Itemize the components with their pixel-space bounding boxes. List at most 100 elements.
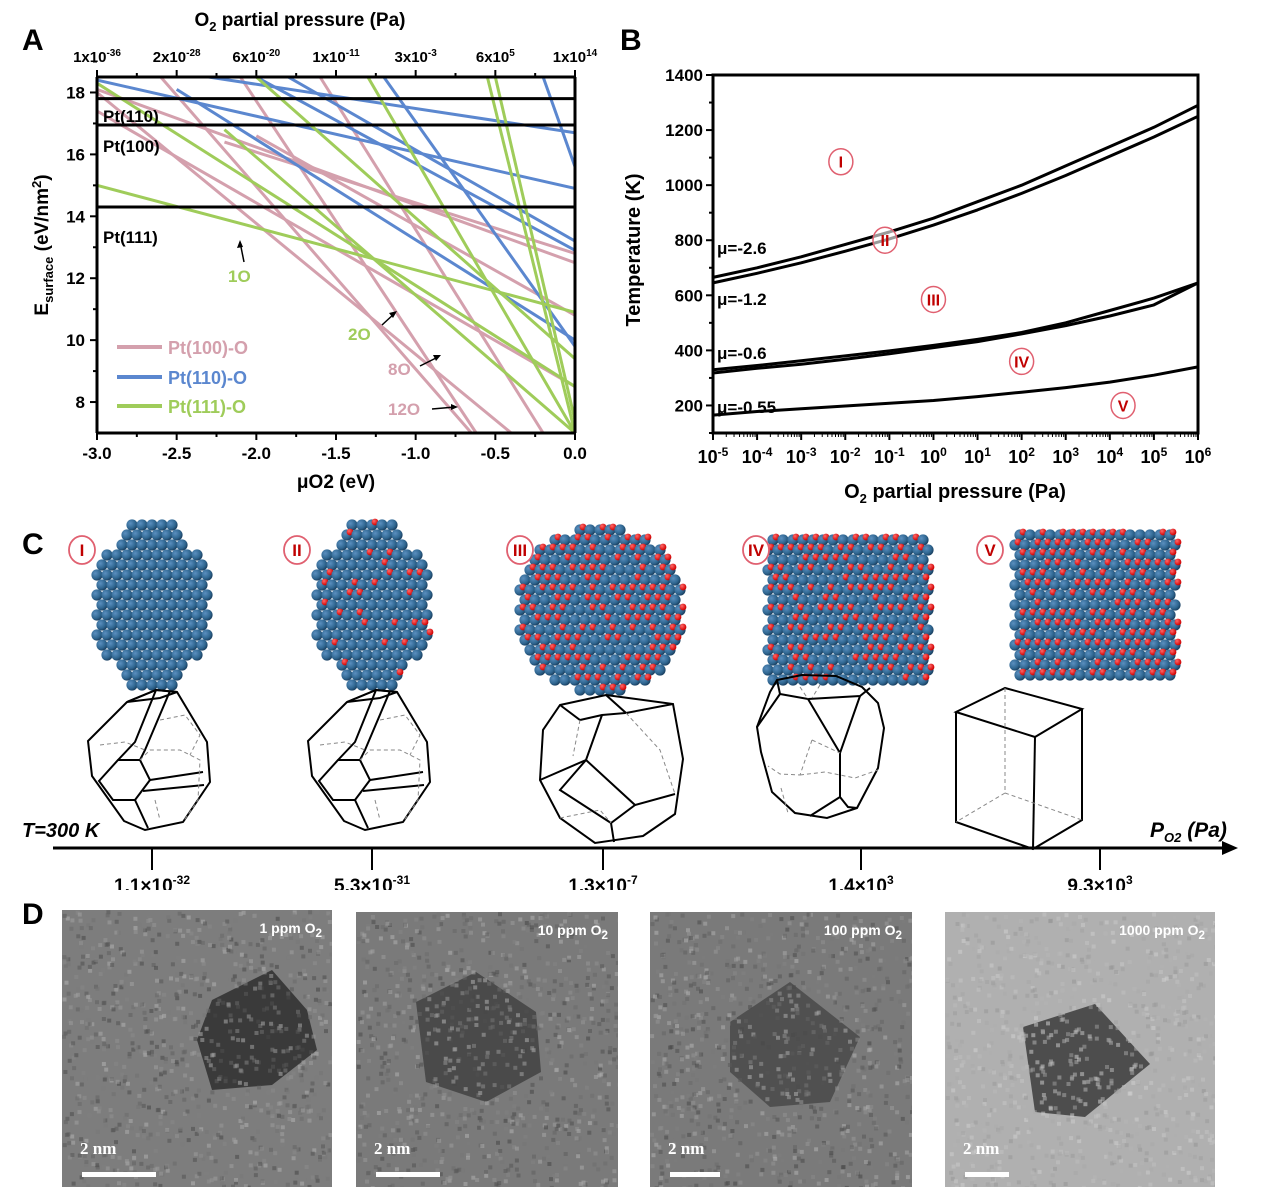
pt-atom bbox=[832, 644, 844, 656]
pt-atom bbox=[822, 544, 834, 556]
pt-atom bbox=[136, 599, 148, 611]
pt-atom bbox=[386, 659, 398, 671]
pt-atom bbox=[887, 674, 899, 686]
o-atom bbox=[679, 623, 687, 631]
pt-atom bbox=[1074, 609, 1086, 621]
pt-atom bbox=[1109, 539, 1121, 551]
pt-atom bbox=[321, 629, 333, 641]
pt-atom bbox=[634, 644, 646, 656]
pt-atom bbox=[907, 654, 919, 666]
o-atom bbox=[922, 613, 930, 621]
o-atom bbox=[1169, 548, 1177, 556]
pt-atom bbox=[176, 559, 188, 571]
pt-atom bbox=[1079, 559, 1091, 571]
pt-atom bbox=[1104, 549, 1116, 561]
pt-atom bbox=[341, 629, 353, 641]
polyhedron-ii bbox=[306, 688, 432, 832]
o-atom bbox=[1169, 648, 1177, 656]
region-marker-i bbox=[828, 147, 854, 176]
pt-atom bbox=[141, 569, 153, 581]
series-line-pt100-o-6 bbox=[255, 134, 575, 317]
pt-atom bbox=[1129, 619, 1141, 631]
top-tick-label: 6x105 bbox=[476, 48, 515, 66]
pt-atom bbox=[351, 549, 363, 561]
pt-atom bbox=[812, 564, 824, 576]
scale-bar-label: 2 nm bbox=[668, 1139, 705, 1158]
o-atom bbox=[1169, 628, 1177, 636]
pt-atom bbox=[146, 659, 158, 671]
pt-atom bbox=[857, 614, 869, 626]
o-atom bbox=[1174, 638, 1182, 646]
pt-atom bbox=[161, 549, 173, 561]
pt-atom bbox=[887, 614, 899, 626]
pt-atom bbox=[116, 639, 128, 651]
pt-atom bbox=[151, 589, 163, 601]
pt-atom bbox=[336, 539, 348, 551]
pt-atom bbox=[867, 554, 879, 566]
pt-atom bbox=[614, 604, 626, 616]
pt-atom bbox=[376, 539, 388, 551]
pt-atom bbox=[131, 609, 143, 621]
pt-atom bbox=[121, 569, 133, 581]
phase-boundary-curve bbox=[712, 103, 1199, 279]
pt-atom bbox=[827, 674, 839, 686]
pt-atom bbox=[1144, 569, 1156, 581]
pt-atom bbox=[519, 574, 531, 586]
pt-atom bbox=[812, 664, 824, 676]
pt-atom bbox=[639, 554, 651, 566]
plot-frame bbox=[711, 73, 1200, 435]
pt-atom bbox=[166, 579, 178, 591]
pt-atom bbox=[1049, 579, 1061, 591]
legend-label-pt100: Pt(100)-O bbox=[168, 338, 248, 358]
pt-atom bbox=[609, 614, 621, 626]
pt-atom bbox=[136, 639, 148, 651]
o-atom bbox=[644, 533, 652, 541]
pt-atom bbox=[146, 619, 158, 631]
polyhedron-iv bbox=[755, 673, 886, 820]
pt-atom bbox=[151, 529, 163, 541]
pt-atom bbox=[852, 644, 864, 656]
pt-atom bbox=[812, 624, 824, 636]
pt-atom bbox=[619, 674, 631, 686]
pt-atom bbox=[762, 664, 774, 676]
panel-label-c: C bbox=[22, 528, 44, 561]
pt-atom bbox=[166, 539, 178, 551]
pt-atom bbox=[777, 534, 789, 546]
pt-atom bbox=[832, 664, 844, 676]
pt-atom bbox=[1129, 579, 1141, 591]
pt-atom bbox=[594, 584, 606, 596]
pt-atom bbox=[121, 609, 133, 621]
pt-atom bbox=[161, 529, 173, 541]
pt-atom bbox=[141, 609, 153, 621]
pt-atom bbox=[1039, 659, 1051, 671]
pt-atom bbox=[554, 564, 566, 576]
pt-atom bbox=[524, 644, 536, 656]
o-atom bbox=[644, 673, 652, 681]
pt-atom bbox=[316, 619, 328, 631]
o-atom bbox=[1169, 668, 1177, 676]
pressure-axis-label: PO2 (Pa) bbox=[1150, 819, 1227, 845]
arrow-head-8o bbox=[433, 355, 441, 361]
tem-image-1ppm: 1 ppm O2 2 nm bbox=[62, 910, 332, 1187]
pt-atom bbox=[371, 609, 383, 621]
pt-atom bbox=[341, 669, 353, 681]
pt-atom bbox=[116, 599, 128, 611]
pt-atom bbox=[131, 529, 143, 541]
o-atom bbox=[674, 633, 682, 641]
o-atom bbox=[679, 603, 687, 611]
pt-atom bbox=[1134, 649, 1146, 661]
pt-atom bbox=[559, 674, 571, 686]
top-tick-label: 6x10-20 bbox=[232, 48, 280, 66]
pt-atom bbox=[847, 634, 859, 646]
pt-atom bbox=[1029, 559, 1041, 571]
pt-atom bbox=[787, 634, 799, 646]
pt-atom bbox=[356, 599, 368, 611]
pt-atom bbox=[396, 539, 408, 551]
pt-atom bbox=[171, 569, 183, 581]
pt-atom bbox=[366, 599, 378, 611]
y-tick-label: 16 bbox=[66, 145, 85, 164]
pt-atom bbox=[1044, 649, 1056, 661]
pt-atom bbox=[1019, 559, 1031, 571]
pt-atom bbox=[321, 649, 333, 661]
pt-atom bbox=[151, 609, 163, 621]
